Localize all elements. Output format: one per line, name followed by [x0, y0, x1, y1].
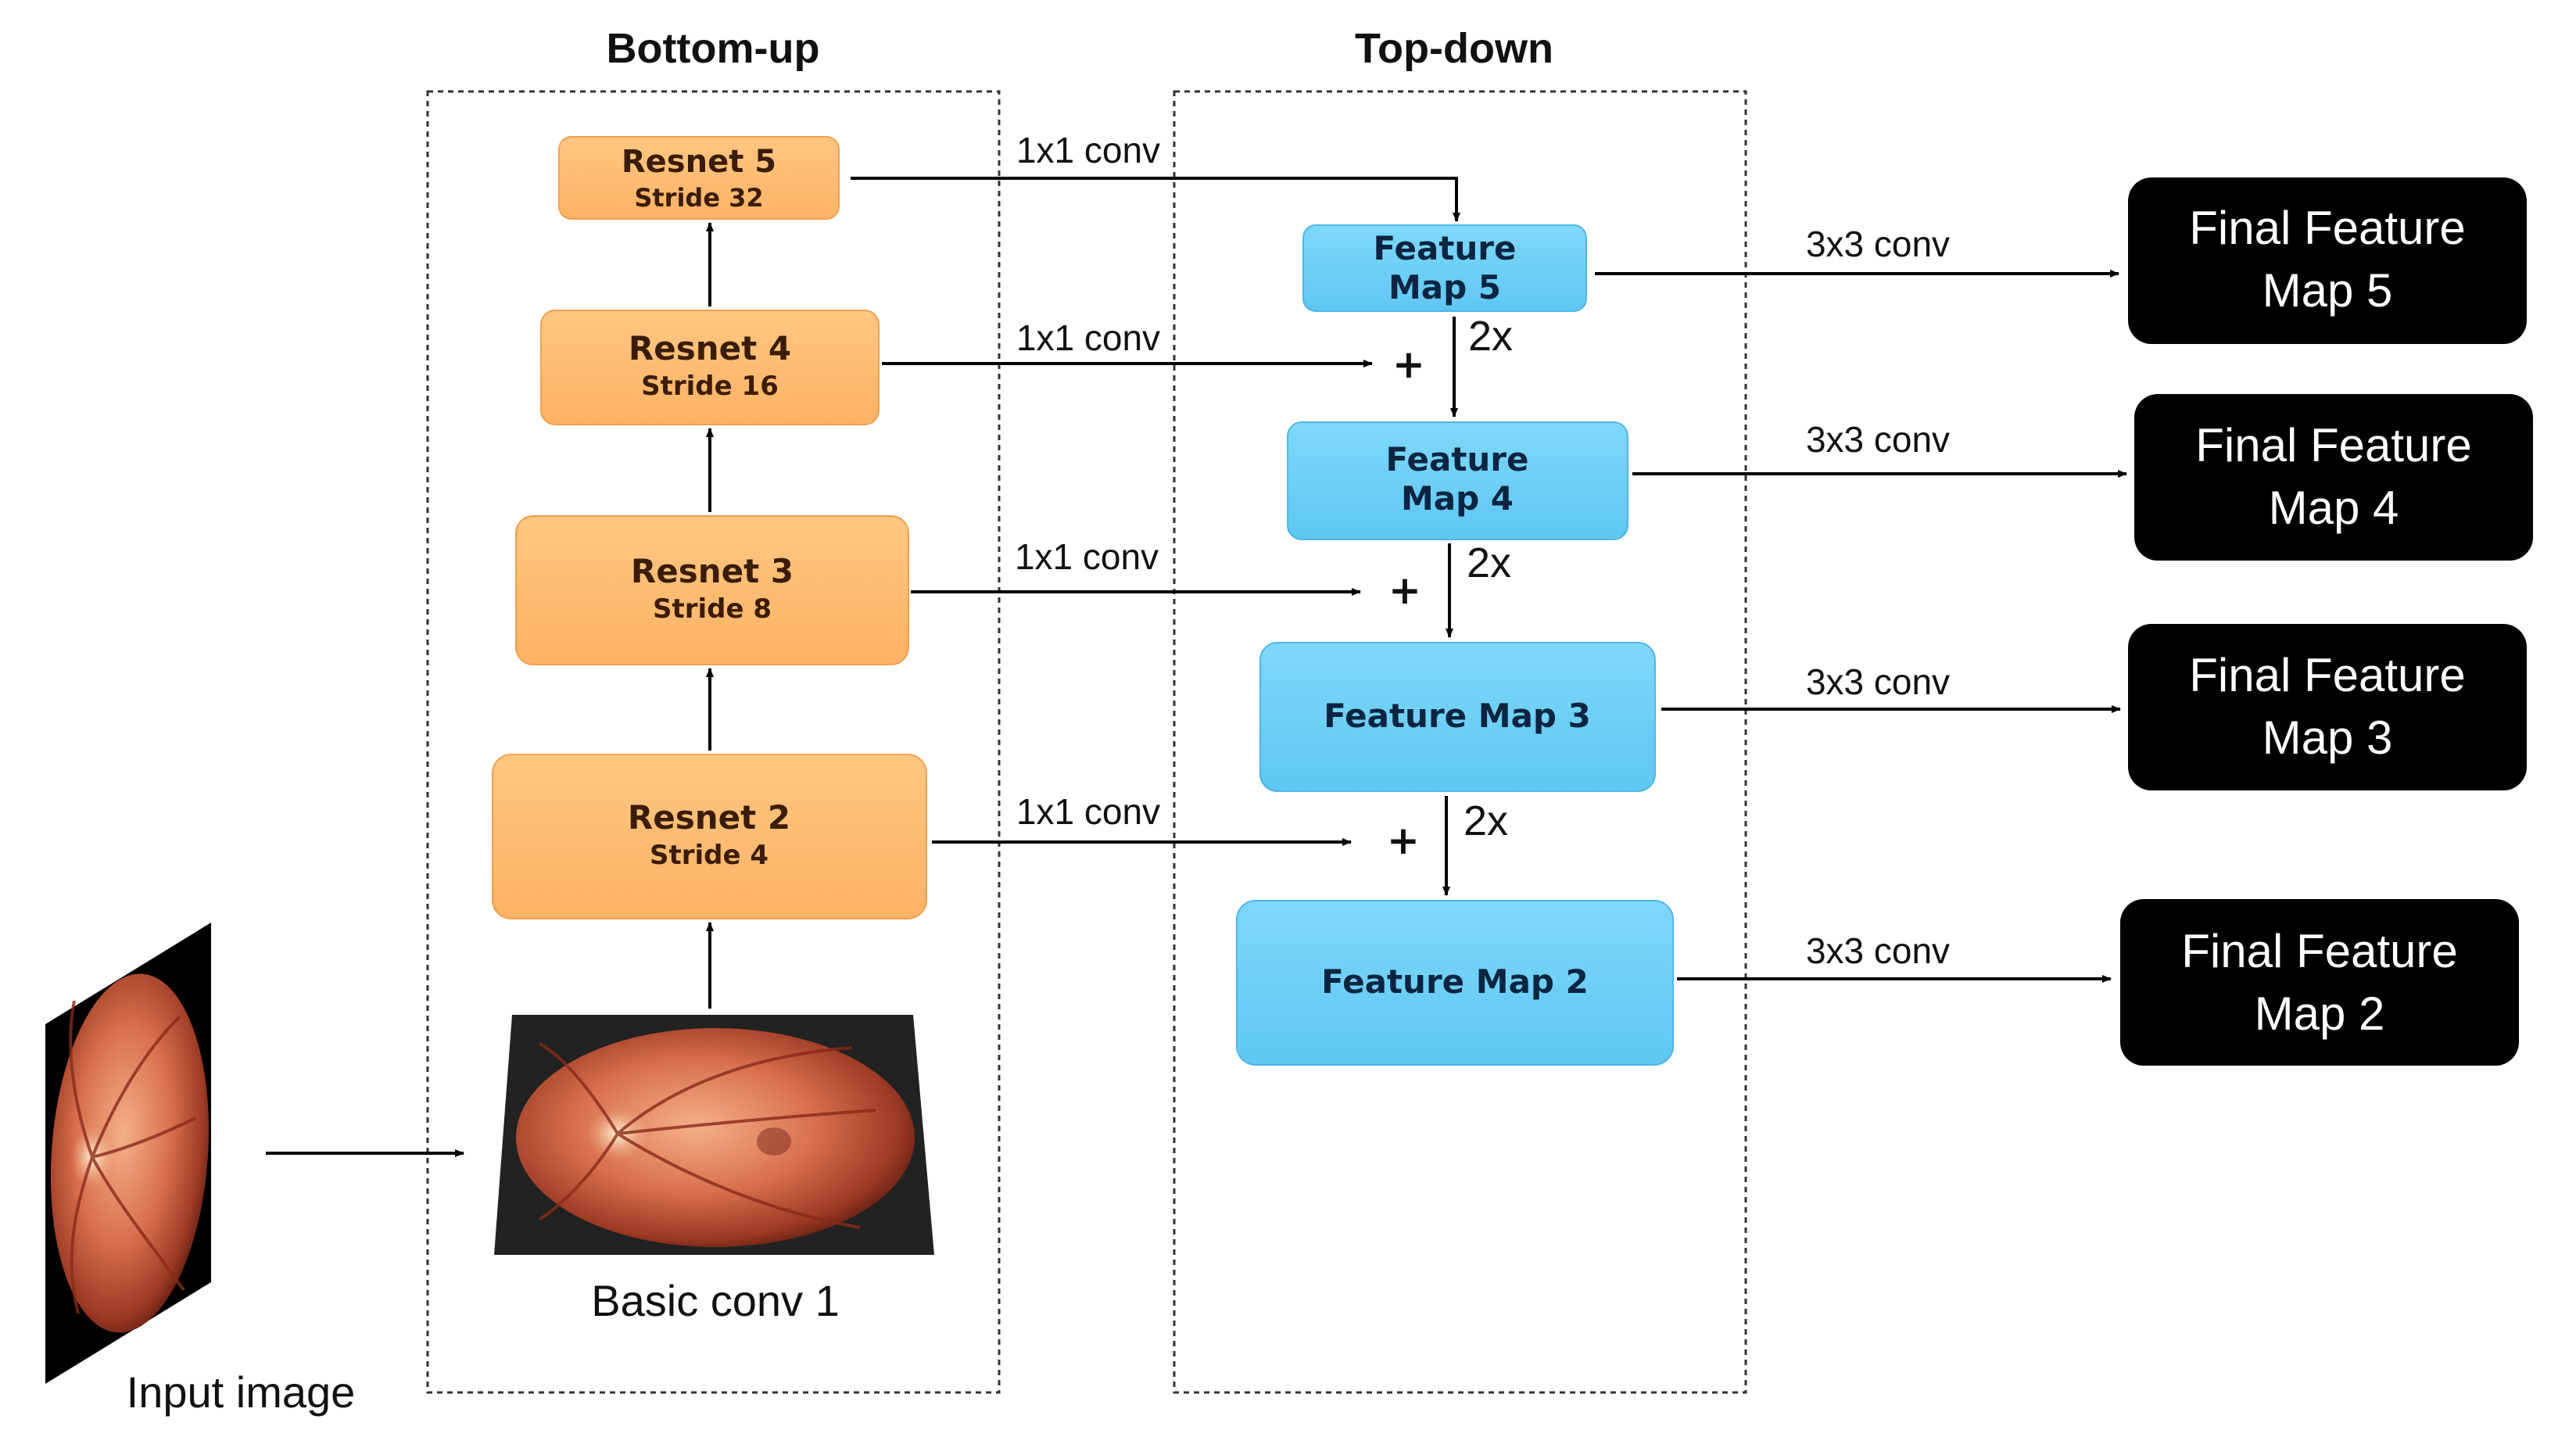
final-feature-map-3-line1: Final Feature — [2189, 649, 2466, 701]
resnet-5-name: Resnet 5 — [622, 144, 776, 180]
resnet-5-stride: Stride 32 — [634, 183, 763, 213]
lateral-arrow-5 — [851, 177, 1460, 222]
feature-map-5-line2: Map 5 — [1388, 268, 1501, 306]
bottom-up-title: Bottom-up — [607, 25, 820, 72]
final-feature-map-2-line1: Final Feature — [2181, 925, 2458, 977]
output-label-3: 3x3 conv — [1806, 661, 1950, 702]
resnet-3-box: Resnet 3 Stride 8 — [515, 515, 909, 665]
resnet-2-name: Resnet 2 — [628, 798, 790, 837]
basic-conv-image — [494, 1015, 934, 1255]
resnet-4-name: Resnet 4 — [629, 329, 791, 367]
final-feature-map-2-line2: Map 2 — [2255, 987, 2385, 1040]
final-feature-map-5-box: Final Feature Map 5 — [2128, 177, 2527, 344]
final-feature-map-3-line2: Map 3 — [2263, 711, 2393, 764]
feature-map-2-label: Feature Map 2 — [1321, 962, 1589, 1001]
resnet-2-box: Resnet 2 Stride 4 — [492, 754, 927, 919]
final-feature-map-5-line1: Final Feature — [2189, 202, 2466, 254]
merge-plus-3: + — [1388, 568, 1421, 613]
resnet-5-box: Resnet 5 Stride 32 — [558, 136, 840, 220]
feature-map-5-box: Feature Map 5 — [1302, 224, 1587, 312]
final-feature-map-4-line1: Final Feature — [2195, 419, 2472, 471]
feature-map-2-box: Feature Map 2 — [1236, 900, 1674, 1066]
final-feature-map-4-box: Final Feature Map 4 — [2134, 394, 2533, 561]
feature-map-4-box: Feature Map 4 — [1287, 421, 1628, 540]
output-label-2: 3x3 conv — [1806, 930, 1950, 971]
resnet-4-box: Resnet 4 Stride 16 — [540, 310, 880, 425]
final-feature-map-4-line2: Map 4 — [2269, 482, 2399, 534]
basic-conv-label: Basic conv 1 — [591, 1276, 840, 1325]
upsample-label-3-to-2: 2x — [1464, 797, 1508, 844]
final-feature-map-3-box: Final Feature Map 3 — [2128, 624, 2527, 790]
resnet-3-stride: Stride 8 — [653, 593, 772, 625]
lateral-label-5: 1x1 conv — [1016, 130, 1160, 170]
lateral-label-2: 1x1 conv — [1016, 791, 1160, 832]
top-down-title: Top-down — [1355, 25, 1553, 72]
feature-map-4-line2: Map 4 — [1401, 479, 1514, 518]
upsample-label-4-to-3: 2x — [1467, 539, 1511, 586]
output-label-5: 3x3 conv — [1806, 224, 1950, 264]
lateral-label-4: 1x1 conv — [1016, 317, 1160, 358]
resnet-2-stride: Stride 4 — [650, 840, 769, 871]
upsample-label-5-to-4: 2x — [1468, 313, 1513, 360]
feature-map-4-line1: Feature — [1386, 440, 1529, 478]
final-feature-map-2-box: Final Feature Map 2 — [2120, 899, 2519, 1066]
input-image-label: Input image — [127, 1367, 356, 1417]
resnet-3-name: Resnet 3 — [631, 552, 794, 590]
merge-plus-4: + — [1392, 342, 1425, 387]
resnet-4-stride: Stride 16 — [641, 371, 779, 402]
output-label-4: 3x3 conv — [1806, 419, 1950, 460]
final-feature-map-5-line2: Map 5 — [2263, 264, 2393, 317]
lateral-label-3: 1x1 conv — [1015, 536, 1159, 577]
bottom-up-container — [426, 90, 1001, 1394]
feature-map-3-label: Feature Map 3 — [1324, 697, 1591, 735]
input-image — [45, 923, 211, 1384]
feature-map-3-box: Feature Map 3 — [1259, 642, 1656, 792]
top-down-container — [1173, 90, 1747, 1394]
feature-map-5-line1: Feature — [1374, 229, 1517, 267]
merge-plus-2: + — [1387, 818, 1420, 863]
